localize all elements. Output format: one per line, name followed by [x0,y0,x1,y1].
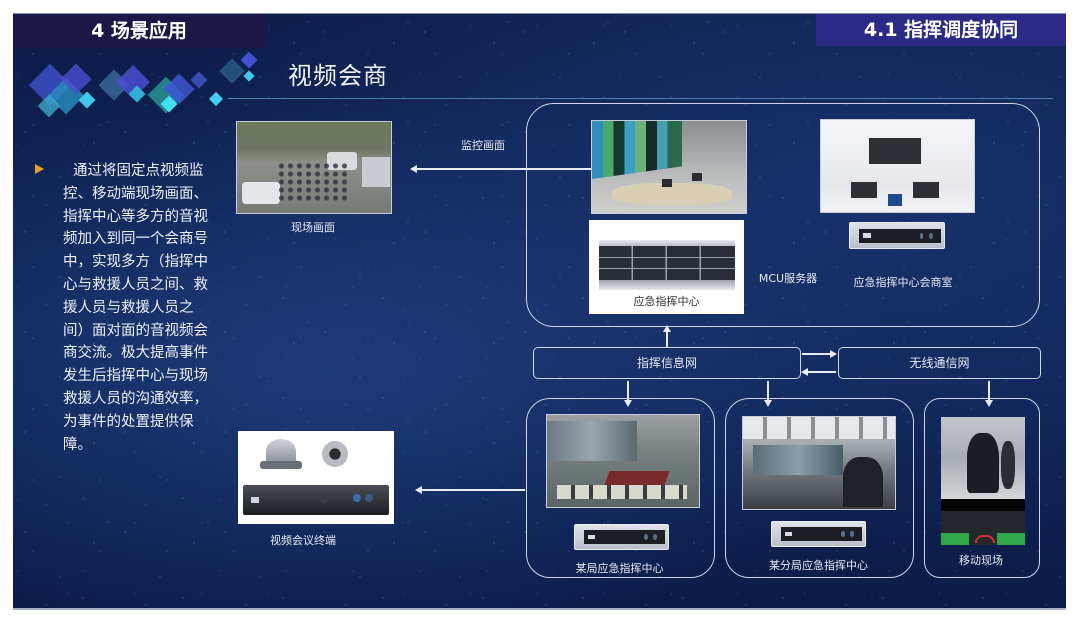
bullet-arrow-icon [35,164,44,174]
decorative-mosaic [13,48,273,128]
site-branch-image [742,416,896,510]
net-link-left-arrowhead [801,368,808,376]
downlink-2-arrowhead [764,400,772,407]
mobile-phone-image [941,417,1025,545]
monitor-feed-label: 监控画面 [461,139,505,152]
terminal-feed-line [422,489,525,491]
meeting-room-image [820,119,975,213]
hang-up-icon [975,535,995,543]
mcu-server-label: MCU服务器 [758,272,818,285]
command-network-label: 指挥信息网 [636,356,697,370]
meeting-room-terminal [849,222,945,249]
site-bureau-terminal [574,524,669,550]
monitor-feed-arrowhead [410,165,417,173]
command-center-image [591,120,747,214]
meeting-room-caption: 应急指挥中心会商室 [853,276,953,289]
site-branch-box [725,398,914,578]
monitor-feed-arrow-line [415,168,600,170]
subsection-header: 4.1 指挥调度协同 [816,14,1066,46]
ptz-camera-icon [266,439,296,463]
slide: 4 场景应用 4.1 指挥调度协同 视频会商 通过将固定点视频监控、移动端现场画… [13,13,1066,610]
downlink-1-line [627,381,629,400]
field-scene-image [236,121,392,214]
downlink-3-line [988,381,990,400]
hq-server-caption: 应急指挥中心 [633,295,700,308]
downlink-1-arrowhead [624,400,632,407]
net-link-right-line [802,353,830,355]
site-branch-caption: 某分局应急指挥中心 [769,559,868,572]
site-bureau-image [546,414,700,508]
title-divider [228,98,1053,99]
page-title: 视频会商 [288,62,388,90]
uplink-arrowhead [663,325,671,332]
site-branch-terminal [771,521,866,547]
net-link-left-line [808,371,836,373]
site-mobile-caption: 移动现场 [959,554,1003,567]
terminal-feed-arrowhead [415,486,422,494]
field-scene-caption: 现场画面 [291,221,335,234]
site-mobile-box [924,398,1040,578]
description-text: 通过将固定点视频监控、移动端现场画面、指挥中心等多方的音视频加入到同一个会商号中… [63,163,208,453]
net-link-right-arrowhead [830,350,837,358]
video-terminal-image [238,431,394,524]
downlink-2-line [767,381,769,400]
hq-group-box [526,103,1040,327]
command-network-box: 指挥信息网 [533,347,801,379]
microphone-pod-icon [322,441,348,467]
site-bureau-box [526,398,715,578]
site-bureau-caption: 某局应急指挥中心 [575,562,664,575]
uplink-line [666,331,668,347]
downlink-3-arrowhead [985,400,993,407]
mcu-server-image: 应急指挥中心 [589,220,744,314]
section-header: 4 场景应用 [13,14,265,48]
video-terminal-caption: 视频会议终端 [270,534,336,547]
wireless-network-box: 无线通信网 [838,347,1041,379]
wireless-network-label: 无线通信网 [909,356,970,370]
